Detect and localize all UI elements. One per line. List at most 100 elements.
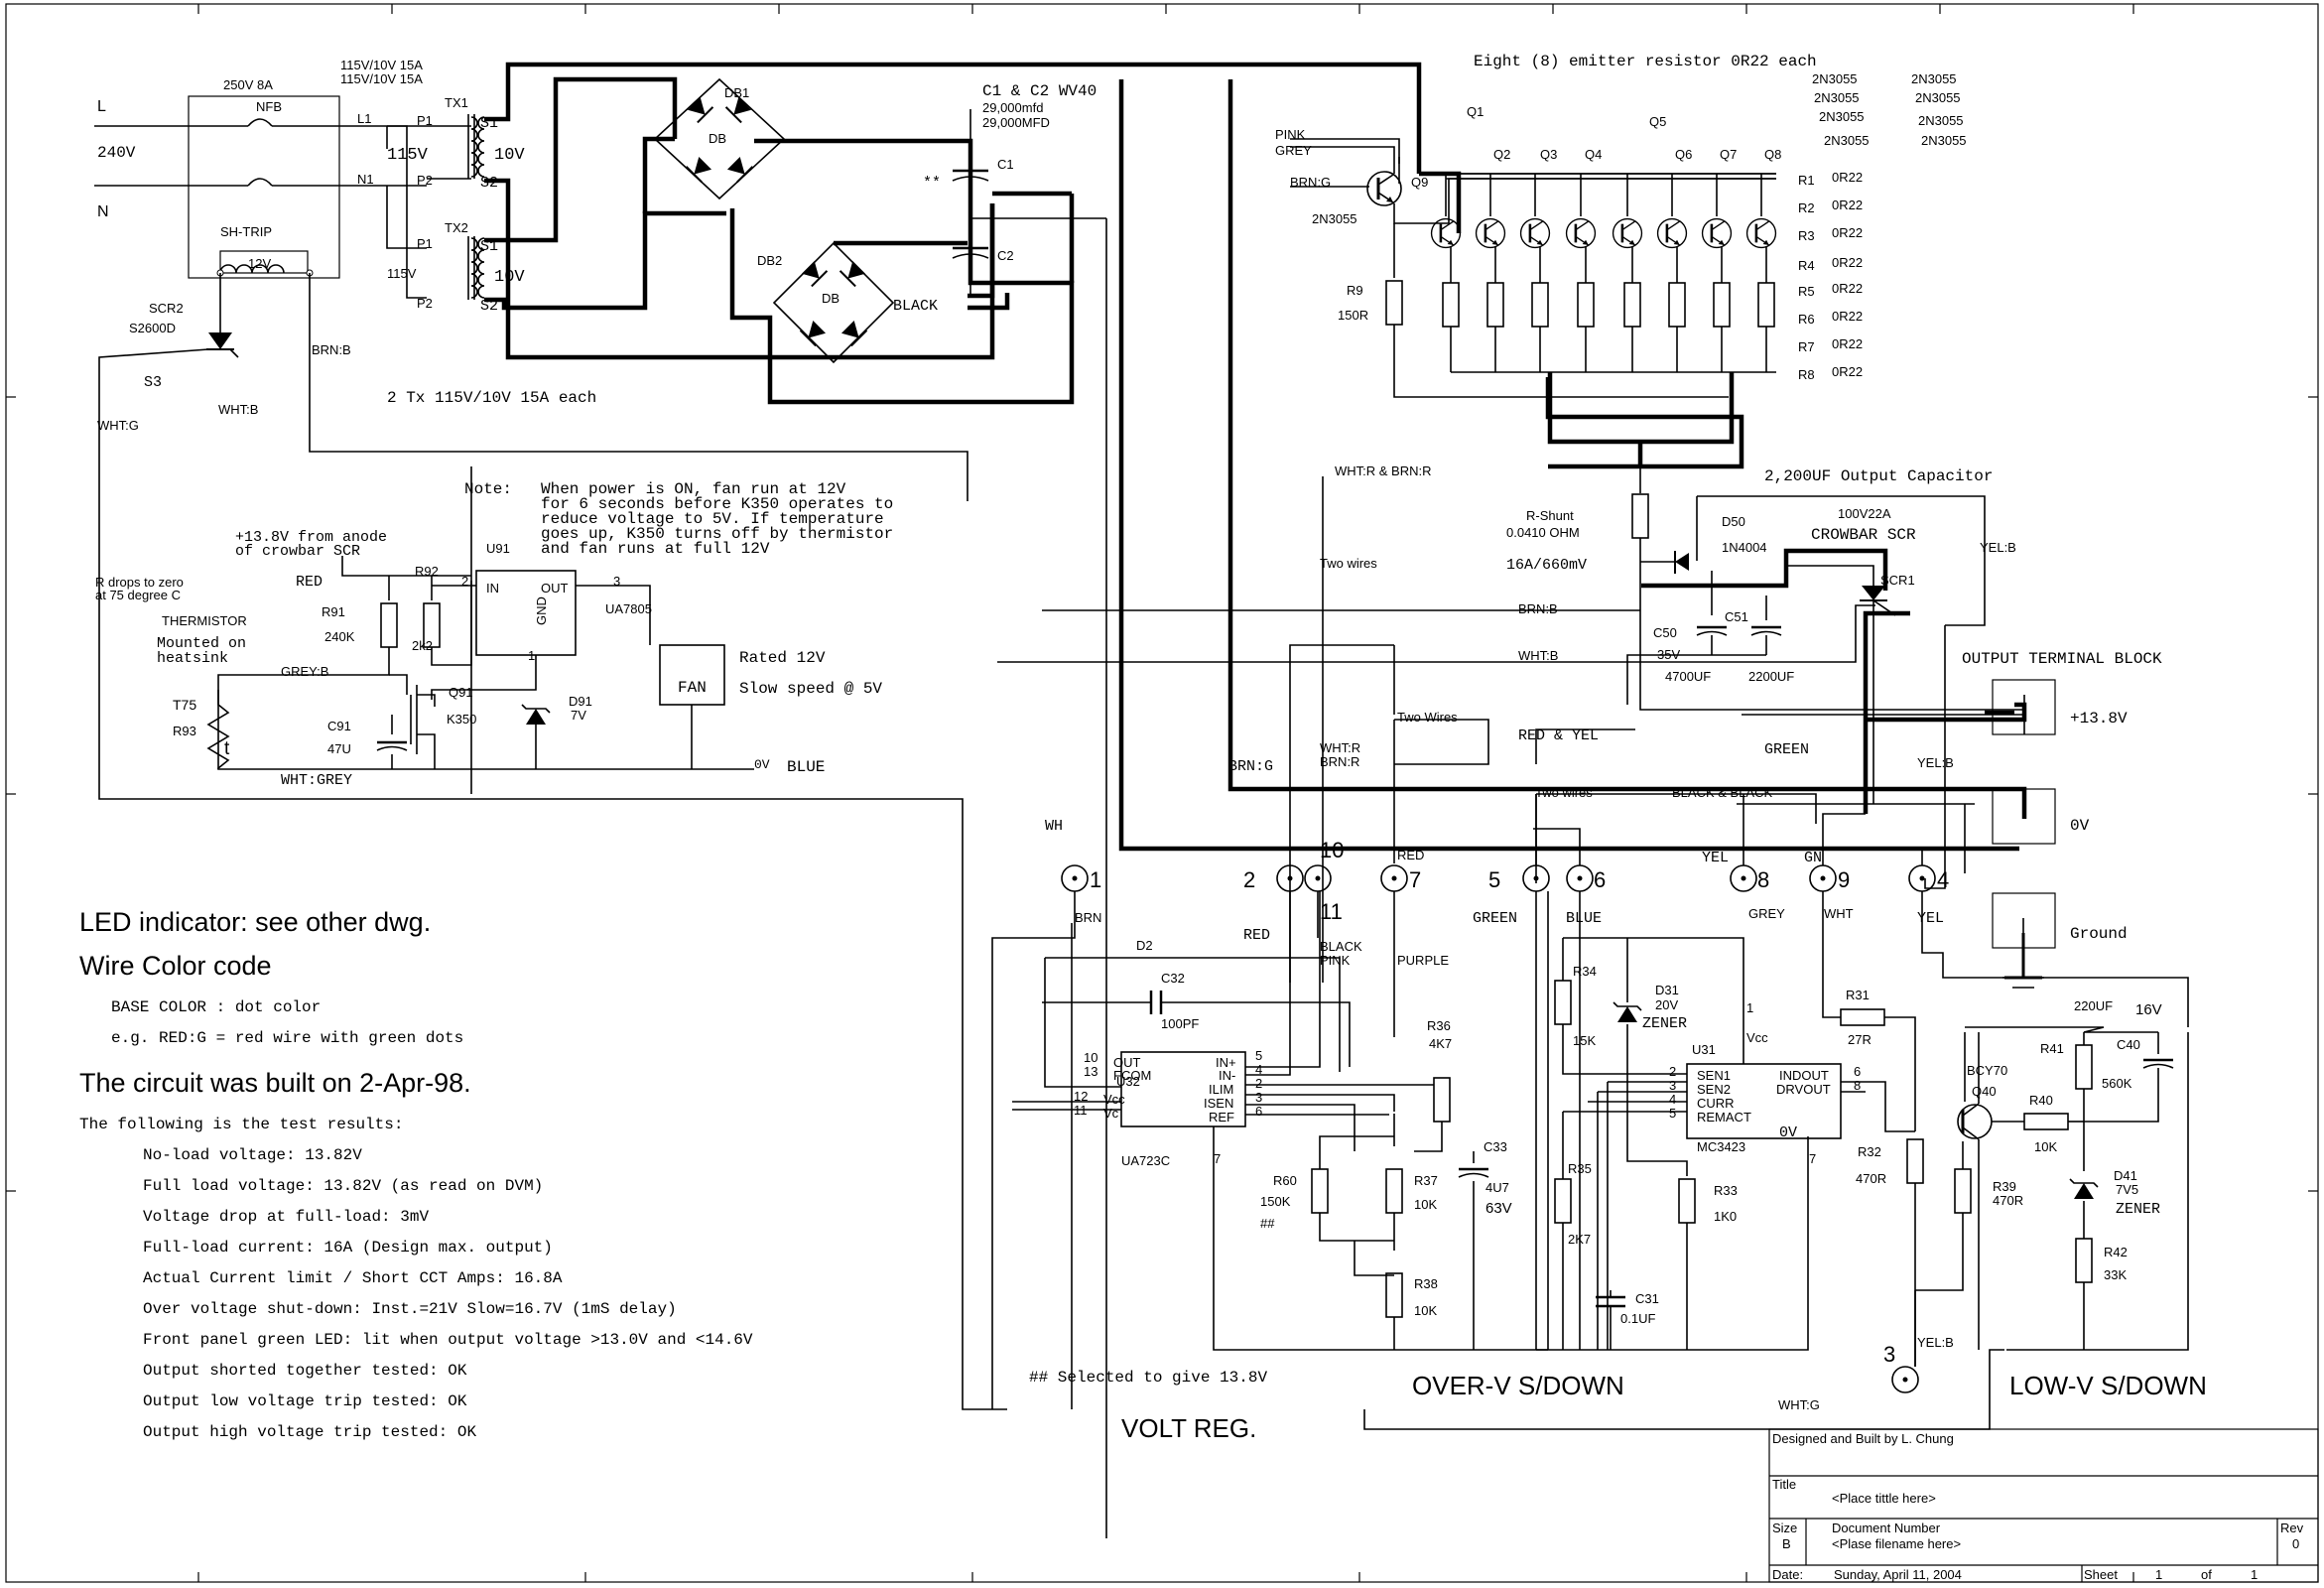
label-note-line1: When power is ON, fan run at 12V [541,480,846,498]
label-r60-val: 150K [1260,1194,1291,1209]
label-L1: L1 [357,111,371,126]
label-q9-part: 2N3055 [1312,211,1357,226]
label-wht-b-out: WHT:B [1518,648,1558,663]
label-r42-val: 33K [2104,1267,2127,1282]
label-r33-val: 1K0 [1714,1209,1737,1224]
label-r32: R32 [1858,1144,1881,1159]
notes-panel: LED indicator: see other dwg. Wire Color… [79,905,972,1448]
label-note-head: Note: [464,480,512,498]
label-r40: R40 [2029,1093,2053,1108]
label-u32-ln3: 12 [1074,1089,1088,1104]
sheet-of: of [2201,1567,2212,1582]
pass-transistor-7 [1701,217,1733,249]
label-r35: R35 [1568,1161,1592,1176]
result-line: No-load voltage: 13.82V [143,1146,362,1164]
pass-stage [1290,138,1776,398]
label-green: GREEN [1764,741,1809,758]
result-line: Output low voltage trip tested: OK [143,1392,467,1410]
label-conn-yel-b: YEL:B [1917,1335,1954,1350]
label-u31-0v: 0V [1779,1125,1797,1141]
label-part-5: 2N3055 [1819,109,1865,124]
heavy-wiring [484,62,2027,852]
label-tx2-p2: P2 [417,296,433,311]
label-r37: R37 [1414,1173,1438,1188]
label-pink: PINK [1275,127,1306,142]
emitter-resistor-8 [1757,282,1775,328]
label-q5: Q5 [1649,114,1666,129]
label-c50: C50 [1653,625,1677,640]
label-u31-l2: SEN2 [1697,1082,1731,1097]
label-brn-r: BRN:R [1320,754,1359,769]
label-black-black: BLACK & BLACK [1672,785,1772,800]
label-conn-grey: GREY [1748,906,1785,921]
label-note-line3: reduce voltage to 5V. If temperature [541,510,884,528]
label-conn-8: 8 [1757,867,1769,892]
label-0v: 0V [2070,817,2090,835]
label-conn-11: 11 [1320,899,1343,924]
label-r34: R34 [1573,964,1597,979]
label-u31-pin1: 1 [1746,1000,1753,1015]
transformer-tx2 [467,236,485,300]
label-r93: R93 [173,724,196,738]
label-u32-part: UA723C [1121,1153,1170,1168]
led-note: LED indicator: see other dwg. [79,907,432,937]
results-intro: The following is the test results: [79,1116,404,1133]
emitter-resistor-4 [1577,282,1595,328]
label-conn-1: 1 [1090,867,1101,892]
label-q4: Q4 [1585,147,1602,162]
result-line: Over voltage shut-down: Inst.=21V Slow=1… [143,1300,677,1318]
title-label: Title [1772,1477,1796,1492]
label-tx2-s2: S2 [480,298,498,315]
label-c33: C33 [1484,1139,1507,1154]
label-db2: DB2 [757,253,782,268]
label-c50-val: 4700UF [1665,669,1711,684]
label-blue: BLUE [787,758,825,776]
label-part-7: 2N3055 [1824,133,1870,148]
label-brn: BRN [1075,910,1101,925]
emitter-res-val: 0R22 [1832,309,1863,324]
label-c2: C2 [997,248,1014,263]
bridge-db1 [653,77,786,200]
emitter-res-ref: R2 [1798,200,1815,215]
label-yel-b2: YEL:B [1917,755,1954,770]
emitter-resistor-5 [1623,282,1641,328]
label-u32-l1: OUT [1113,1055,1141,1070]
label-r9-val: 150R [1338,308,1368,323]
label-q91: Q91 [449,685,473,700]
label-q6: Q6 [1675,147,1692,162]
label-part-2: 2N3055 [1911,71,1957,86]
result-line: Output shorted together tested: OK [143,1362,467,1380]
label-conn-pink: PINK [1320,953,1351,968]
label-N1: N1 [357,172,374,187]
label-rshunt: R-Shunt [1526,508,1574,523]
label-bcy: BCY70 [1967,1063,2007,1078]
title-block [1768,1428,2319,1583]
label-two-wires: Two wires [1320,556,1377,571]
label-r-note2: at 75 degree C [95,588,181,602]
label-conn-2: 2 [1243,867,1255,892]
connector-row [1061,794,1936,1393]
over-v-block [1363,891,2189,1430]
label-db1: DB1 [724,85,749,100]
label-u31-ln4: 5 [1669,1106,1676,1121]
label-u32-l3: Vcc [1103,1092,1125,1107]
label-d31: D31 [1655,983,1679,997]
top-note: Eight (8) emitter resistor 0R22 each [1474,53,1817,70]
label-brn-g-out: BRN:G [1228,758,1273,775]
emitter-resistor-1 [1442,282,1460,328]
label-u31-l3: CURR [1697,1096,1735,1111]
label-u32-ln4: 11 [1074,1103,1088,1118]
pass-transistor-5 [1612,217,1643,249]
result-line: Output high voltage trip tested: OK [143,1423,477,1441]
wire-example: e.g. RED:G = red wire with green dots [111,1029,464,1047]
label-r41: R41 [2040,1041,2064,1056]
label-u32-rn1: 5 [1255,1048,1262,1063]
label-tx2-p1: P1 [417,236,433,251]
label-crowbar-rating: 100V22A [1838,506,1891,521]
label-d2: D2 [1136,938,1153,953]
label-d50: D50 [1722,514,1745,529]
label-conn-red: RED [1243,927,1270,944]
pass-transistor-3 [1519,217,1551,249]
label-tx1-p1: P1 [417,113,433,128]
